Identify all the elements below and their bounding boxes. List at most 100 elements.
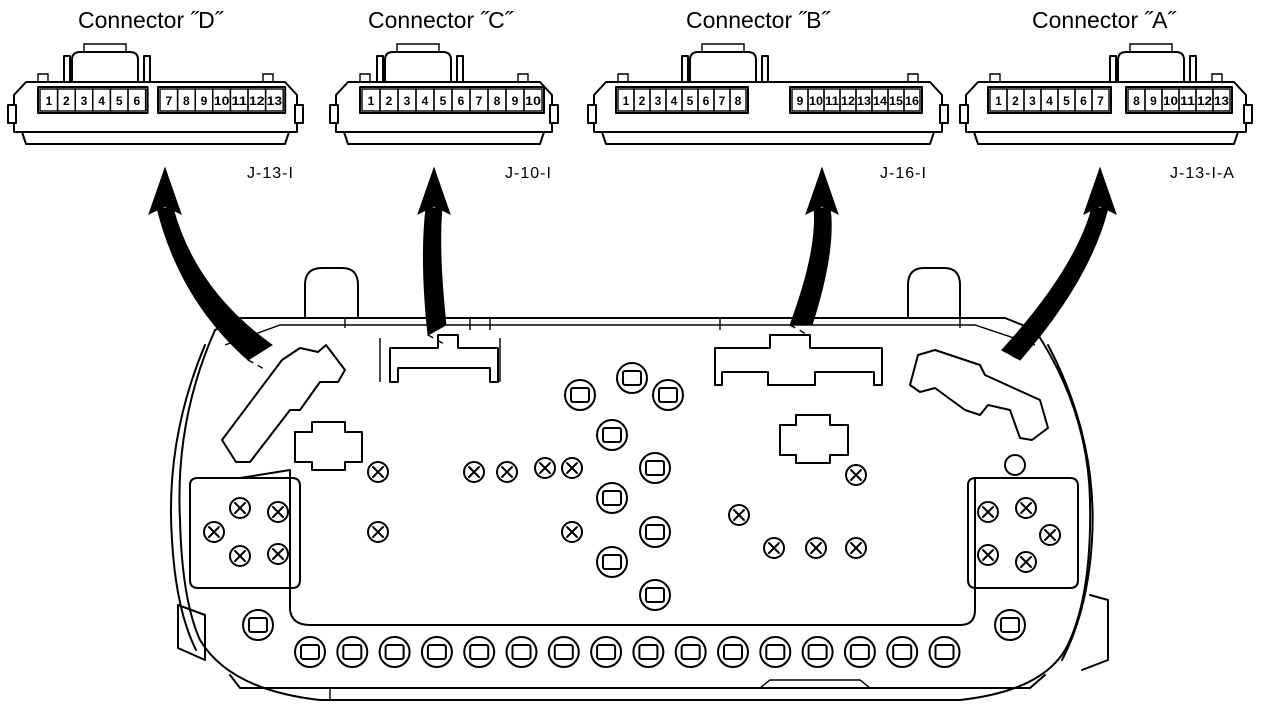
connector-b-pin-right-label: 15 (889, 94, 903, 108)
screw-icon (1015, 497, 1037, 519)
connector-a-pin-left-label: 5 (1063, 94, 1070, 108)
connector-b-pin-right-label: 16 (905, 94, 919, 108)
left-mount-boss (294, 421, 363, 471)
connector-c-pin-left-label: 5 (440, 94, 447, 108)
connector-b-pin-right-label: 11 (825, 94, 839, 108)
connector-b-pin-left-label: 3 (655, 94, 662, 108)
socket-c (389, 334, 499, 383)
instrument-cluster-housing (169, 267, 1109, 701)
screw-icon (267, 501, 289, 523)
connector-a-pin-right-label: 10 (1163, 94, 1178, 108)
connector-a-pin-right-label: 9 (1150, 94, 1157, 108)
connector-b-pin-cell (903, 88, 921, 112)
bulb-socket-icon (928, 636, 961, 668)
bulb-socket-icon (547, 636, 580, 668)
connector-c-pin-left-label: 7 (476, 94, 483, 108)
connector-a-pin-cell (1212, 88, 1231, 112)
connector-d-pin-left-label: 4 (98, 94, 105, 108)
connector-a-pin-left-label: 1 (995, 94, 1002, 108)
screw-icon (845, 464, 867, 486)
screw-icon (977, 544, 999, 566)
connector-b-pin-right-label: 9 (797, 94, 804, 108)
screw-icon (1015, 551, 1037, 573)
bulb-socket-icon (505, 636, 538, 668)
connector-b-pin-left-label: 7 (719, 94, 726, 108)
connector-d-pin-cell (127, 88, 147, 112)
connector-b-pin-right-label: 10 (809, 94, 823, 108)
connector-d-pin-right-label: 8 (183, 94, 190, 108)
connector-b-title: Connector ˝B˝ (686, 7, 831, 33)
left-screw-plate (189, 477, 301, 589)
bulb-socket-icon (801, 636, 834, 668)
socket-d (221, 344, 346, 463)
bulb-socket-icon (639, 452, 671, 484)
arrow-to-connector-c (417, 166, 451, 346)
connector-a-pin-left-label: 6 (1080, 94, 1087, 108)
right-mount-boss (779, 414, 849, 464)
connector-b-pin-cell (729, 88, 747, 112)
connector-a-pin-left-label: 4 (1046, 94, 1053, 108)
screw-icon (496, 461, 518, 483)
screw-icon (203, 521, 225, 543)
connector-a-pin-cell (1091, 88, 1110, 112)
bulb-socket-icon (994, 609, 1026, 641)
bulb-socket-icon (843, 636, 876, 668)
bulb-socket-icon (674, 636, 707, 668)
bulb-socket-icon (639, 579, 671, 611)
bulb-socket-icon (717, 636, 749, 668)
screw-icon (229, 497, 251, 519)
connector-d-pin-left-label: 5 (116, 94, 123, 108)
connector-b-pin-left-label: 8 (735, 94, 742, 108)
connector-a-title: Connector ˝A˝ (1032, 7, 1177, 33)
connector-c-pin-left-label: 9 (512, 94, 519, 108)
connector-d-part-number: J-13-I (247, 165, 294, 182)
connector-c-pin-left-label: 1 (368, 94, 375, 108)
connector-a-pin-left-label: 2 (1012, 94, 1019, 108)
bulb-socket-icon (886, 636, 919, 668)
bulb-socket-icon (336, 636, 369, 668)
screw-icon (463, 461, 485, 483)
connector-a-pin-left-label: 3 (1029, 94, 1036, 108)
bulb-socket-icon (378, 636, 411, 668)
screw-icon (805, 537, 827, 559)
connector-c-pin-left-label: 4 (422, 94, 429, 108)
alignment-hole (1004, 454, 1026, 476)
connector-a-pin-right-label: 8 (1133, 94, 1140, 108)
bulb-socket-icon (616, 362, 648, 394)
screw-icon (367, 521, 389, 543)
connector-c-pin-cell (523, 88, 543, 112)
connector-a-pin-right-label: 11 (1180, 94, 1195, 108)
connector-c-pin-left-label: 10 (525, 94, 541, 108)
connector-d-pin-right-label: 10 (214, 94, 230, 108)
screw-icon (728, 504, 750, 526)
bulb-socket-icon (420, 636, 453, 668)
bulb-socket-icon (564, 379, 596, 411)
connector-d-pin-left-label: 1 (45, 94, 52, 108)
connector-c-pin-left-label: 3 (404, 94, 411, 108)
connector-d-pin-right-label: 9 (201, 94, 208, 108)
bulb-socket-icon (639, 516, 671, 548)
socket-b (714, 334, 883, 386)
bulb-socket-icon (759, 636, 792, 668)
connector-b-pin-right-label: 13 (857, 94, 871, 108)
screw-icon (534, 457, 556, 479)
screw-icon (229, 545, 251, 567)
connector-a-pin-right-label: 13 (1214, 94, 1229, 108)
bulb-socket-icon (242, 609, 274, 641)
arrow-to-connector-d (148, 166, 273, 371)
bulb-socket-icon (652, 379, 684, 411)
screw-icon (1039, 524, 1061, 546)
connector-b-pin-left-label: 4 (671, 94, 678, 108)
connector-d-pin-left-label: 6 (133, 94, 140, 108)
connector-d-pin-right-label: 11 (231, 94, 247, 108)
connector-b-part-number: J-16-I (880, 165, 927, 182)
screw-icon (561, 521, 583, 543)
arrow-to-connector-b (789, 166, 839, 336)
connector-b-pin-left-label: 6 (703, 94, 710, 108)
bulb-socket-icon (596, 546, 628, 578)
connector-d-pin-cell (264, 88, 284, 112)
